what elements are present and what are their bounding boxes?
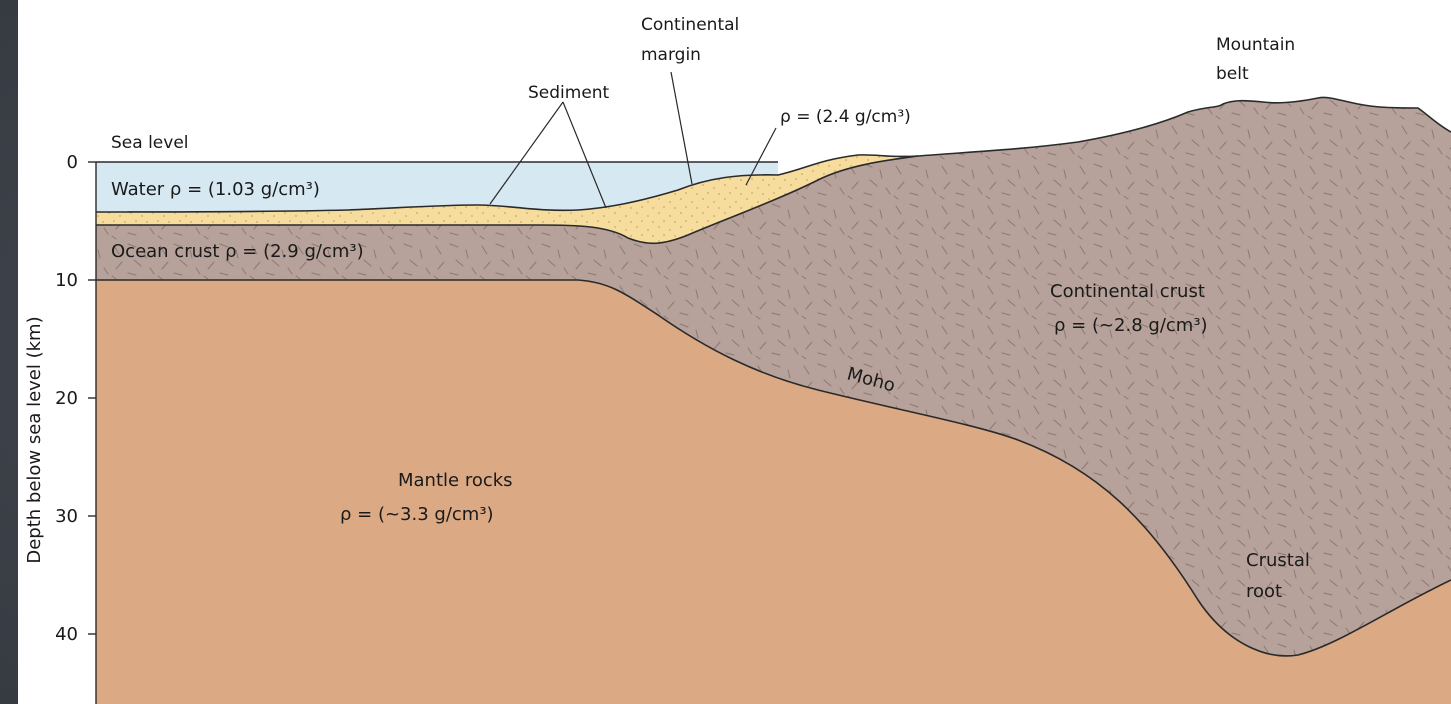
sea-level-label: Sea level	[111, 133, 189, 153]
y-tick-0: 0	[67, 152, 78, 173]
y-tick-30: 30	[55, 506, 78, 527]
y-axis-label: Depth below sea level (km)	[24, 316, 45, 563]
sediment-density-label: ρ = (2.4 g/cm³)	[780, 107, 911, 127]
diagram-frame: 0 10 20 30 40 Depth below sea level (km)…	[18, 0, 1451, 704]
y-tick-40: 40	[55, 624, 78, 645]
mountain-belt-label-2: belt	[1216, 64, 1249, 84]
mantle-rocks-label: Mantle rocks	[398, 470, 513, 491]
continental-crust-density-label: ρ = (~2.8 g/cm³)	[1054, 315, 1208, 336]
cross-section-diagram: 0 10 20 30 40 Depth below sea level (km)…	[18, 0, 1451, 704]
y-tick-10: 10	[55, 270, 78, 291]
mantle-density-label: ρ = (~3.3 g/cm³)	[340, 504, 494, 525]
sediment-label: Sediment	[528, 83, 610, 103]
continental-crust-label: Continental crust	[1050, 281, 1205, 302]
continental-margin-label-2: margin	[641, 45, 701, 65]
y-axis	[88, 162, 96, 704]
crustal-root-label-1: Crustal	[1246, 550, 1310, 571]
mountain-belt-label-1: Mountain	[1216, 35, 1295, 55]
crustal-root-label-2: root	[1246, 581, 1282, 602]
water-label: Water ρ = (1.03 g/cm³)	[111, 179, 320, 200]
continental-margin-label-1: Continental	[641, 15, 739, 35]
ocean-crust-label: Ocean crust ρ = (2.9 g/cm³)	[111, 241, 364, 262]
y-tick-20: 20	[55, 388, 78, 409]
